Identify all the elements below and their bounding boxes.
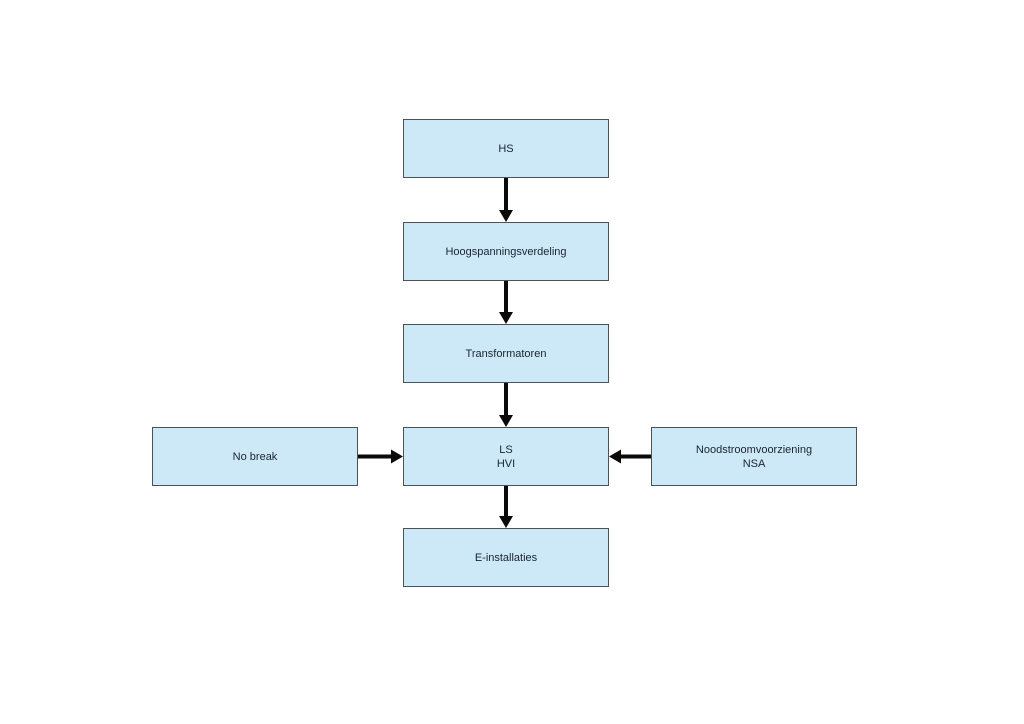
node-noodstroomvoorziening: Noodstroomvoorziening NSA [651, 427, 857, 486]
arrow-ls-hvi-to-e-installaties [499, 486, 513, 528]
node-ls-hvi-label-line1: LS [499, 443, 513, 456]
node-e-installaties-label: E-installaties [474, 551, 538, 564]
arrow-head-down-icon [499, 415, 513, 427]
node-ls-hvi: LS HVI [403, 427, 609, 486]
arrow-head-down-icon [499, 210, 513, 222]
node-hoogspanningsverdeling-label: Hoogspanningsverdeling [445, 245, 567, 258]
node-e-installaties: E-installaties [403, 528, 609, 587]
arrow-head-down-icon [499, 516, 513, 528]
node-noodstroomvoorziening-label-line2: NSA [742, 457, 766, 470]
arrow-head-right-icon [391, 449, 403, 464]
arrow-noodstroomvoorziening-to-ls-hvi [609, 449, 651, 464]
arrow-transformatoren-to-ls-hvi [499, 383, 513, 427]
node-hoogspanningsverdeling: Hoogspanningsverdeling [403, 222, 609, 281]
arrow-hs-to-hoogspanningsverdeling [499, 178, 513, 222]
node-noodstroomvoorziening-label-line1: Noodstroomvoorziening [695, 443, 813, 456]
arrow-hoogspanningsverdeling-to-transformatoren [499, 281, 513, 324]
node-hs-label: HS [498, 142, 514, 155]
node-no-break: No break [152, 427, 358, 486]
node-transformatoren: Transformatoren [403, 324, 609, 383]
node-transformatoren-label: Transformatoren [465, 347, 547, 360]
arrow-no-break-to-ls-hvi [358, 449, 403, 464]
arrow-head-down-icon [499, 312, 513, 324]
arrow-head-left-icon [609, 449, 621, 464]
node-ls-hvi-label-line2: HVI [496, 457, 516, 470]
node-no-break-label: No break [232, 450, 278, 463]
node-hs: HS [403, 119, 609, 178]
